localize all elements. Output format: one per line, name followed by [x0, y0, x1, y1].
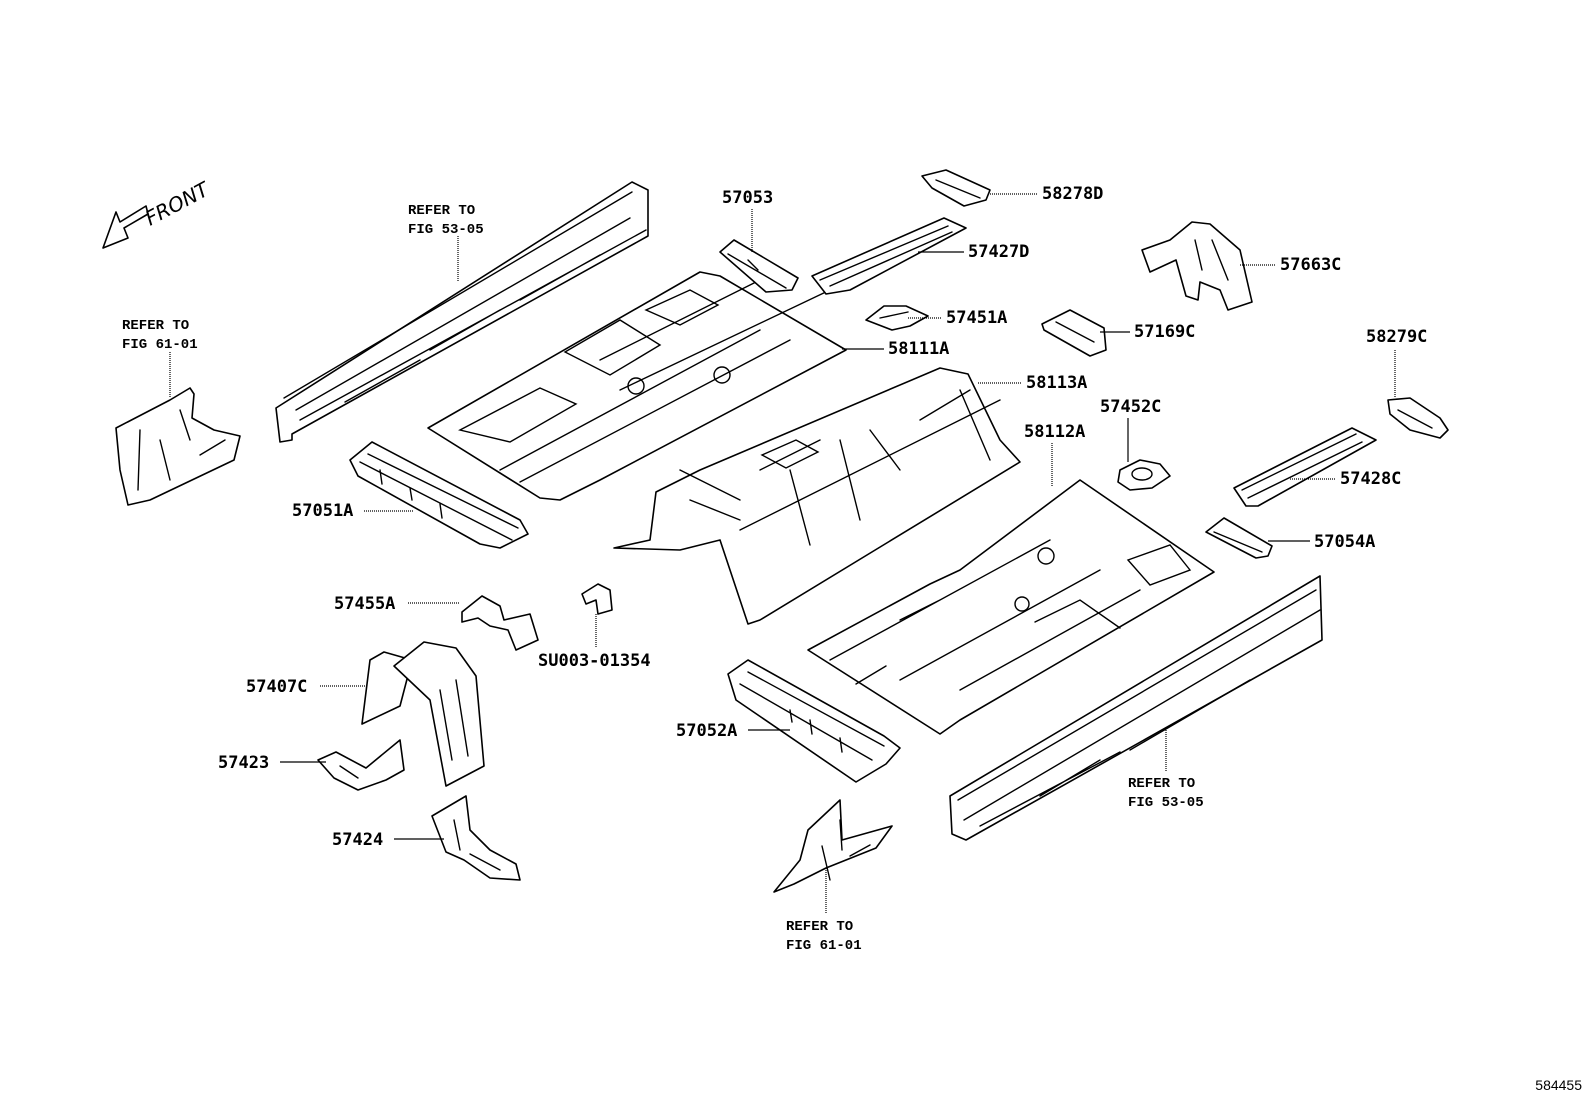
part-label-57452c[interactable]: 57452C [1100, 397, 1161, 417]
front-label: FRONT [141, 176, 214, 230]
reference-note-ref-dash-right-line1: REFER TO [786, 919, 853, 935]
part-rocker-right[interactable] [949, 575, 1323, 841]
part-label-57054a[interactable]: 57054A [1314, 532, 1375, 552]
part-58111A[interactable] [427, 271, 847, 501]
part-57423[interactable] [317, 739, 405, 791]
reference-note-ref-rocker-right-line1: REFER TO [1128, 776, 1195, 792]
part-57053[interactable] [719, 239, 799, 293]
part-57407C[interactable] [361, 641, 485, 787]
part-label-57169c[interactable]: 57169C [1134, 322, 1195, 342]
part-57663C[interactable] [1141, 221, 1253, 311]
part-57427D[interactable] [811, 217, 967, 295]
reference-note-ref-rocker-left-line2: FIG 53-05 [408, 222, 484, 238]
part-label-57428c[interactable]: 57428C [1340, 469, 1401, 489]
part-SU003-01354[interactable] [581, 583, 613, 615]
part-dash-left[interactable] [115, 387, 241, 506]
part-57051A[interactable] [349, 441, 529, 549]
part-57428C[interactable] [1233, 427, 1377, 507]
part-57455A[interactable] [461, 595, 539, 651]
part-label-58278d[interactable]: 58278D [1042, 184, 1103, 204]
leader-lines [169, 193, 1396, 914]
part-57169C[interactable] [1041, 309, 1107, 357]
reference-note-ref-dash-left-line1: REFER TO [122, 318, 189, 334]
part-58113A[interactable] [613, 367, 1021, 625]
part-label-58112a[interactable]: 58112A [1024, 422, 1085, 442]
reference-note-ref-rocker-right-line2: FIG 53-05 [1128, 795, 1204, 811]
part-label-57455a[interactable]: 57455A [334, 594, 395, 614]
part-58112A[interactable] [807, 479, 1215, 735]
part-label-57424[interactable]: 57424 [332, 830, 383, 850]
reference-note-ref-dash-right-line2: FIG 61-01 [786, 938, 862, 954]
part-58278D[interactable] [921, 169, 991, 207]
part-label-57051a[interactable]: 57051A [292, 501, 353, 521]
part-label-57407c[interactable]: 57407C [246, 677, 307, 697]
part-57452C[interactable] [1117, 459, 1171, 491]
reference-note-ref-dash-left-line2: FIG 61-01 [122, 337, 198, 353]
front-indicator: FRONT [102, 176, 214, 249]
figure-number: 584455 [1535, 1077, 1582, 1093]
part-57052A[interactable] [727, 659, 901, 783]
part-label-57052a[interactable]: 57052A [676, 721, 737, 741]
part-57424[interactable] [431, 795, 521, 881]
part-58279C[interactable] [1387, 397, 1449, 439]
part-label-57053[interactable]: 57053 [722, 188, 773, 208]
reference-note-ref-rocker-left-line1: REFER TO [408, 203, 475, 219]
part-label-58111a[interactable]: 58111A [888, 339, 949, 359]
part-57054A[interactable] [1205, 517, 1273, 559]
part-label-57423[interactable]: 57423 [218, 753, 269, 773]
part-label-58279c[interactable]: 58279C [1366, 327, 1427, 347]
part-dash-right[interactable] [773, 799, 893, 893]
part-label-su003-01354[interactable]: SU003-01354 [538, 651, 651, 671]
part-label-57451a[interactable]: 57451A [946, 308, 1007, 328]
part-labels: 57053 58278D 57427D 57663C 57451A 57169C 58111… [218, 184, 1427, 850]
part-label-57663c[interactable]: 57663C [1280, 255, 1341, 275]
part-rocker-left[interactable] [275, 181, 649, 443]
part-label-57427d[interactable]: 57427D [968, 242, 1029, 262]
part-label-58113a[interactable]: 58113A [1026, 373, 1087, 393]
arrow-left-down-icon [102, 205, 149, 249]
part-57451A[interactable] [865, 305, 929, 331]
